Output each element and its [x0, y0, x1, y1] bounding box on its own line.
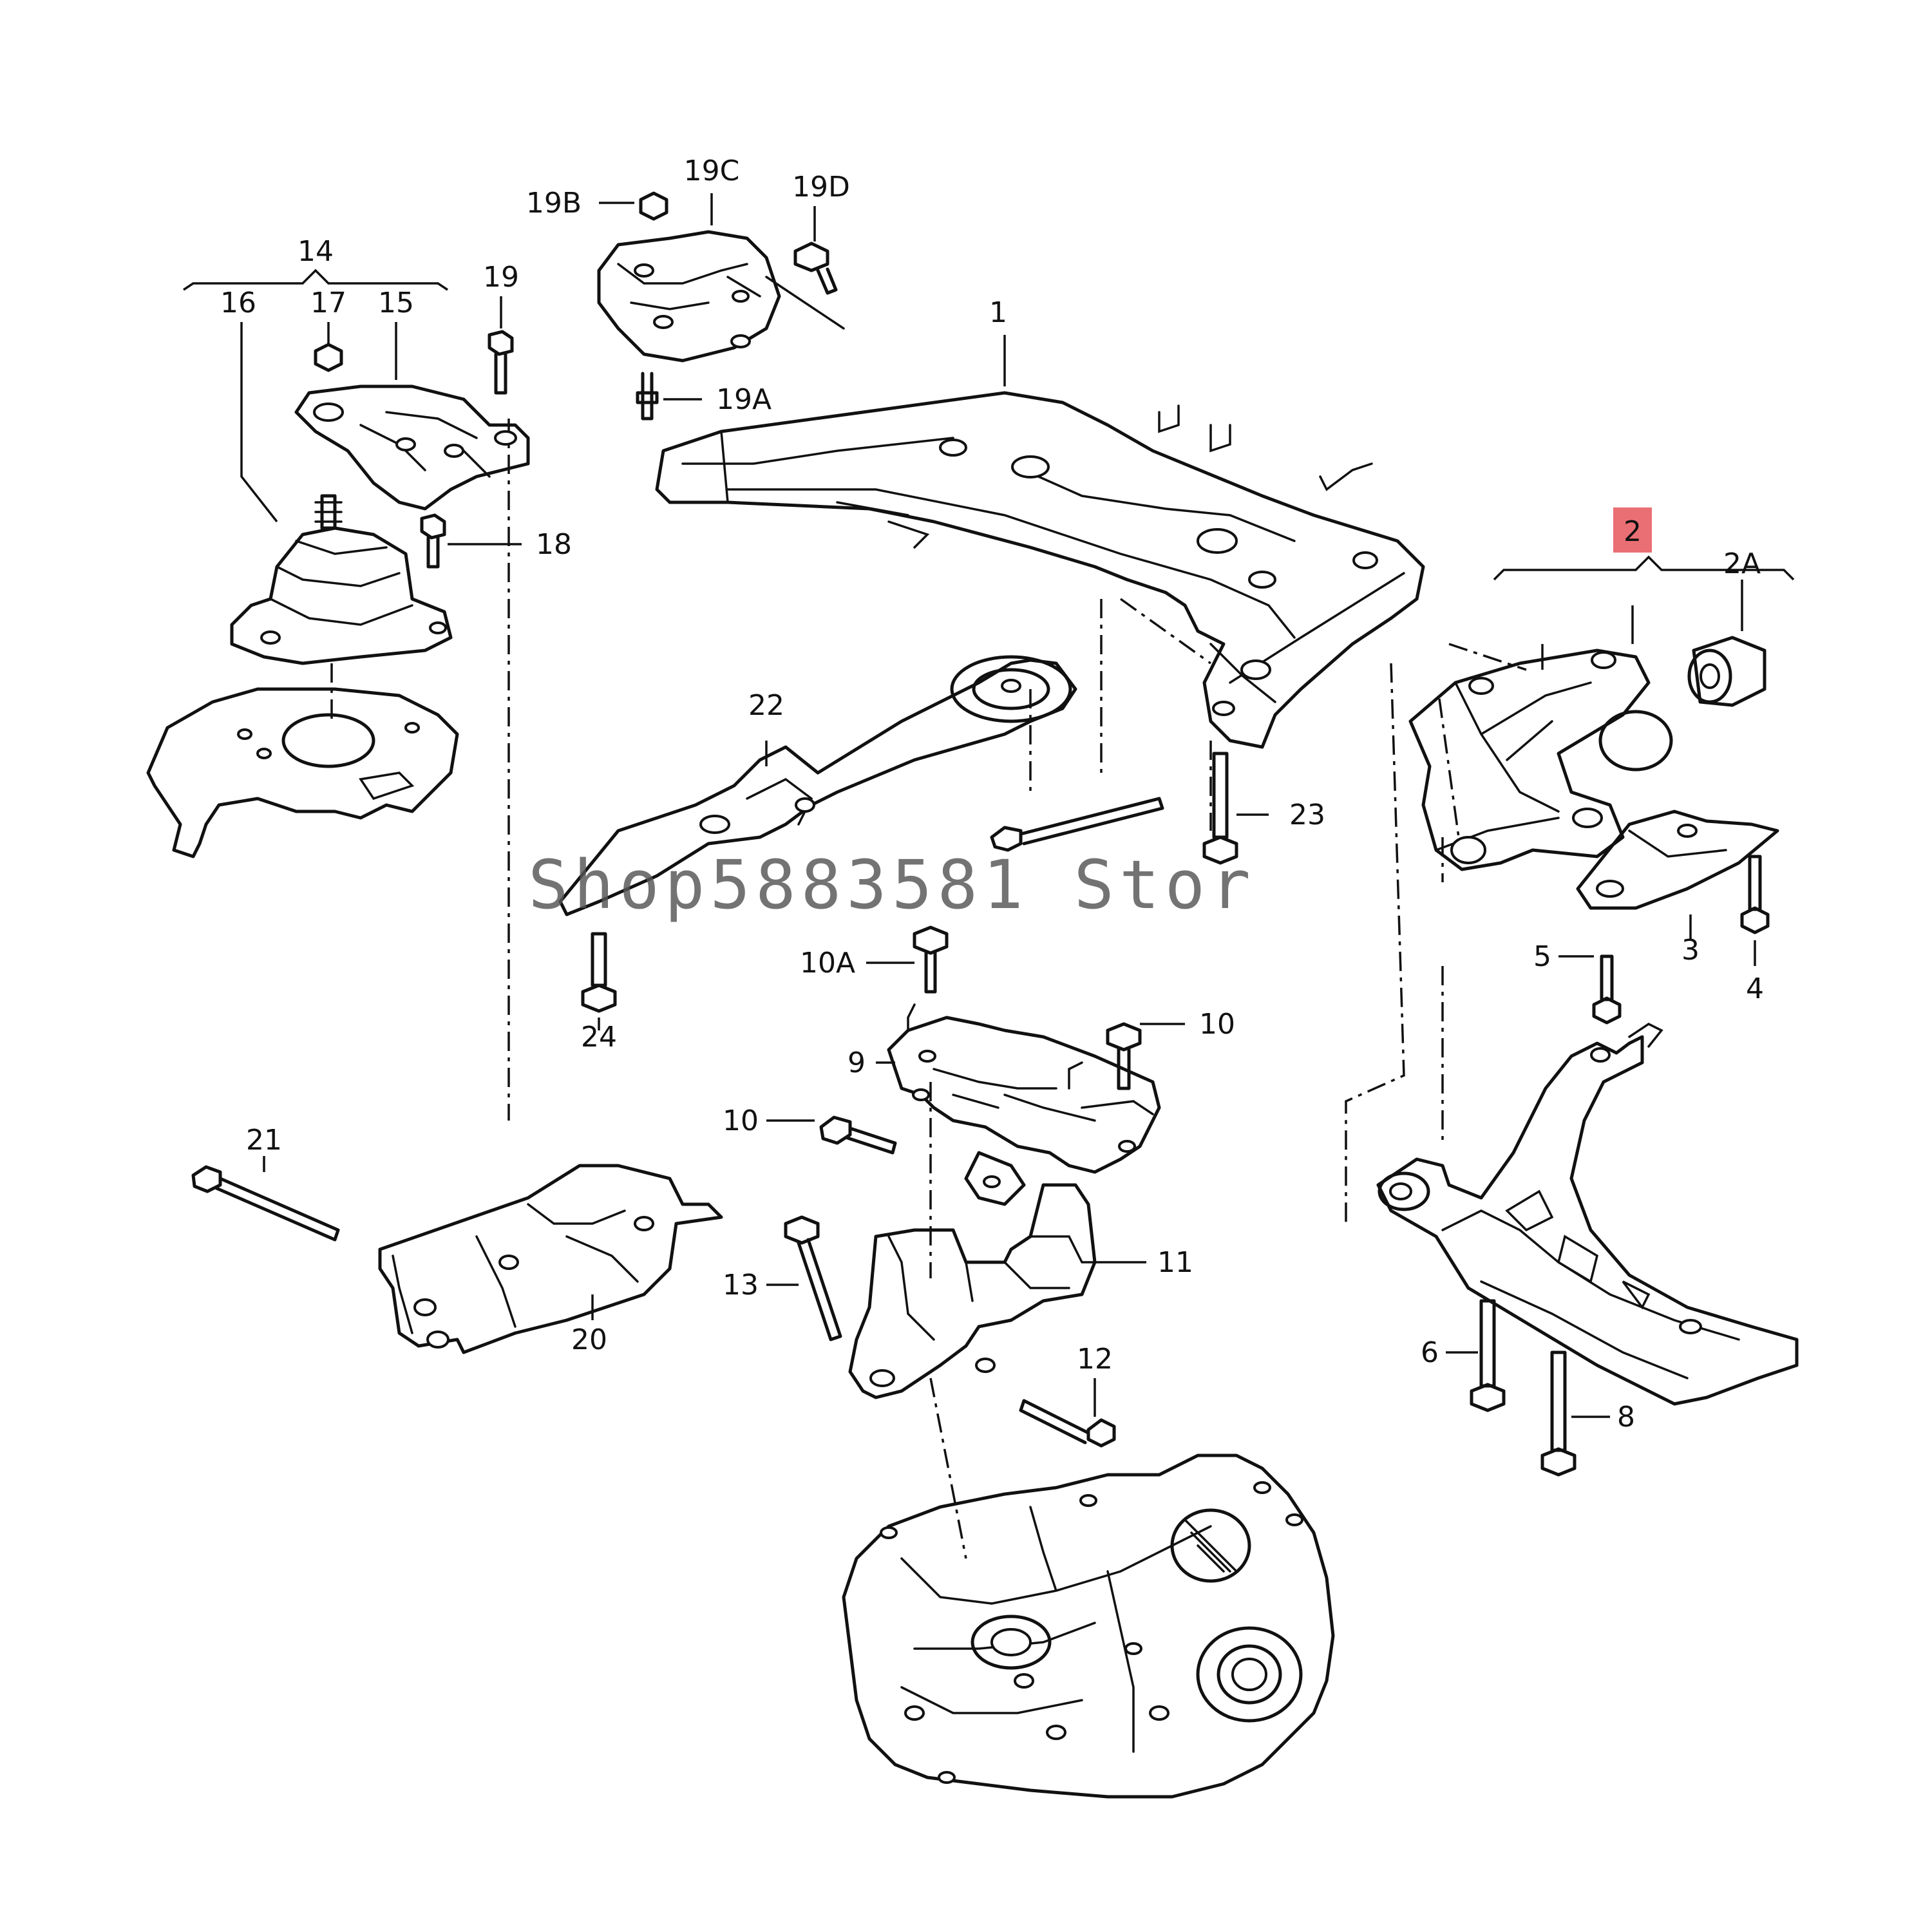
transmission-support: [378, 1164, 723, 1354]
callout-10-top: 10: [1199, 1008, 1235, 1041]
callout-14: 14: [298, 235, 334, 268]
wishbone-bracket: [1408, 649, 1673, 871]
gearbox-mount: [887, 1003, 1161, 1206]
callout-12: 12: [1077, 1343, 1113, 1376]
callouts: 1 2 2A 3 4 5 6 8 9 10A 10 10 11 12 13 14…: [220, 155, 1764, 1434]
callout-8: 8: [1617, 1401, 1635, 1434]
callout-4: 4: [1746, 972, 1764, 1005]
callout-22: 22: [748, 689, 784, 722]
callout-17: 17: [310, 287, 346, 319]
callout-16: 16: [220, 287, 256, 319]
watermark: Shop5883581 Stor: [528, 846, 1256, 924]
callout-19b: 19B: [526, 187, 582, 220]
gearbox-bracket: [848, 1183, 1097, 1399]
callout-5: 5: [1533, 940, 1551, 973]
callout-10-left: 10: [723, 1104, 759, 1137]
callout-3: 3: [1681, 934, 1700, 967]
callout-19a: 19A: [716, 383, 772, 416]
callout-19d: 19D: [792, 171, 850, 204]
engine-mount-rubber: [230, 494, 453, 665]
alignment-lines: [330, 419, 1527, 1559]
callout-19: 19: [483, 261, 519, 294]
callout-10a: 10A: [800, 947, 855, 980]
callout-2a: 2A: [1723, 547, 1761, 580]
wishbone: [1376, 1022, 1799, 1406]
callout-2: 2: [1624, 515, 1642, 548]
rubber-bush: [1687, 636, 1766, 707]
callout-23: 23: [1289, 799, 1325, 831]
callout-19c: 19C: [684, 155, 740, 187]
leader-lines: [183, 193, 1795, 1418]
callout-11: 11: [1157, 1246, 1193, 1279]
callout-21: 21: [246, 1124, 282, 1157]
callout-18: 18: [536, 528, 572, 561]
engine-mount-bracket: [294, 384, 530, 511]
clamp-plate: [1576, 810, 1779, 910]
callout-9: 9: [848, 1046, 866, 1079]
callout-1: 1: [989, 296, 1007, 329]
highlight-box: [1613, 507, 1652, 553]
gearbox: [842, 1454, 1335, 1799]
heat-shield: [597, 230, 845, 363]
callout-6: 6: [1421, 1336, 1439, 1369]
subframe: [655, 391, 1425, 749]
callout-15: 15: [378, 287, 414, 319]
torque-rod: [558, 655, 1077, 916]
callout-20: 20: [571, 1323, 607, 1356]
engine-mount-carrier: [146, 687, 459, 858]
callout-24: 24: [581, 1021, 617, 1054]
fasteners: [191, 191, 1770, 1477]
callout-13: 13: [723, 1269, 759, 1302]
